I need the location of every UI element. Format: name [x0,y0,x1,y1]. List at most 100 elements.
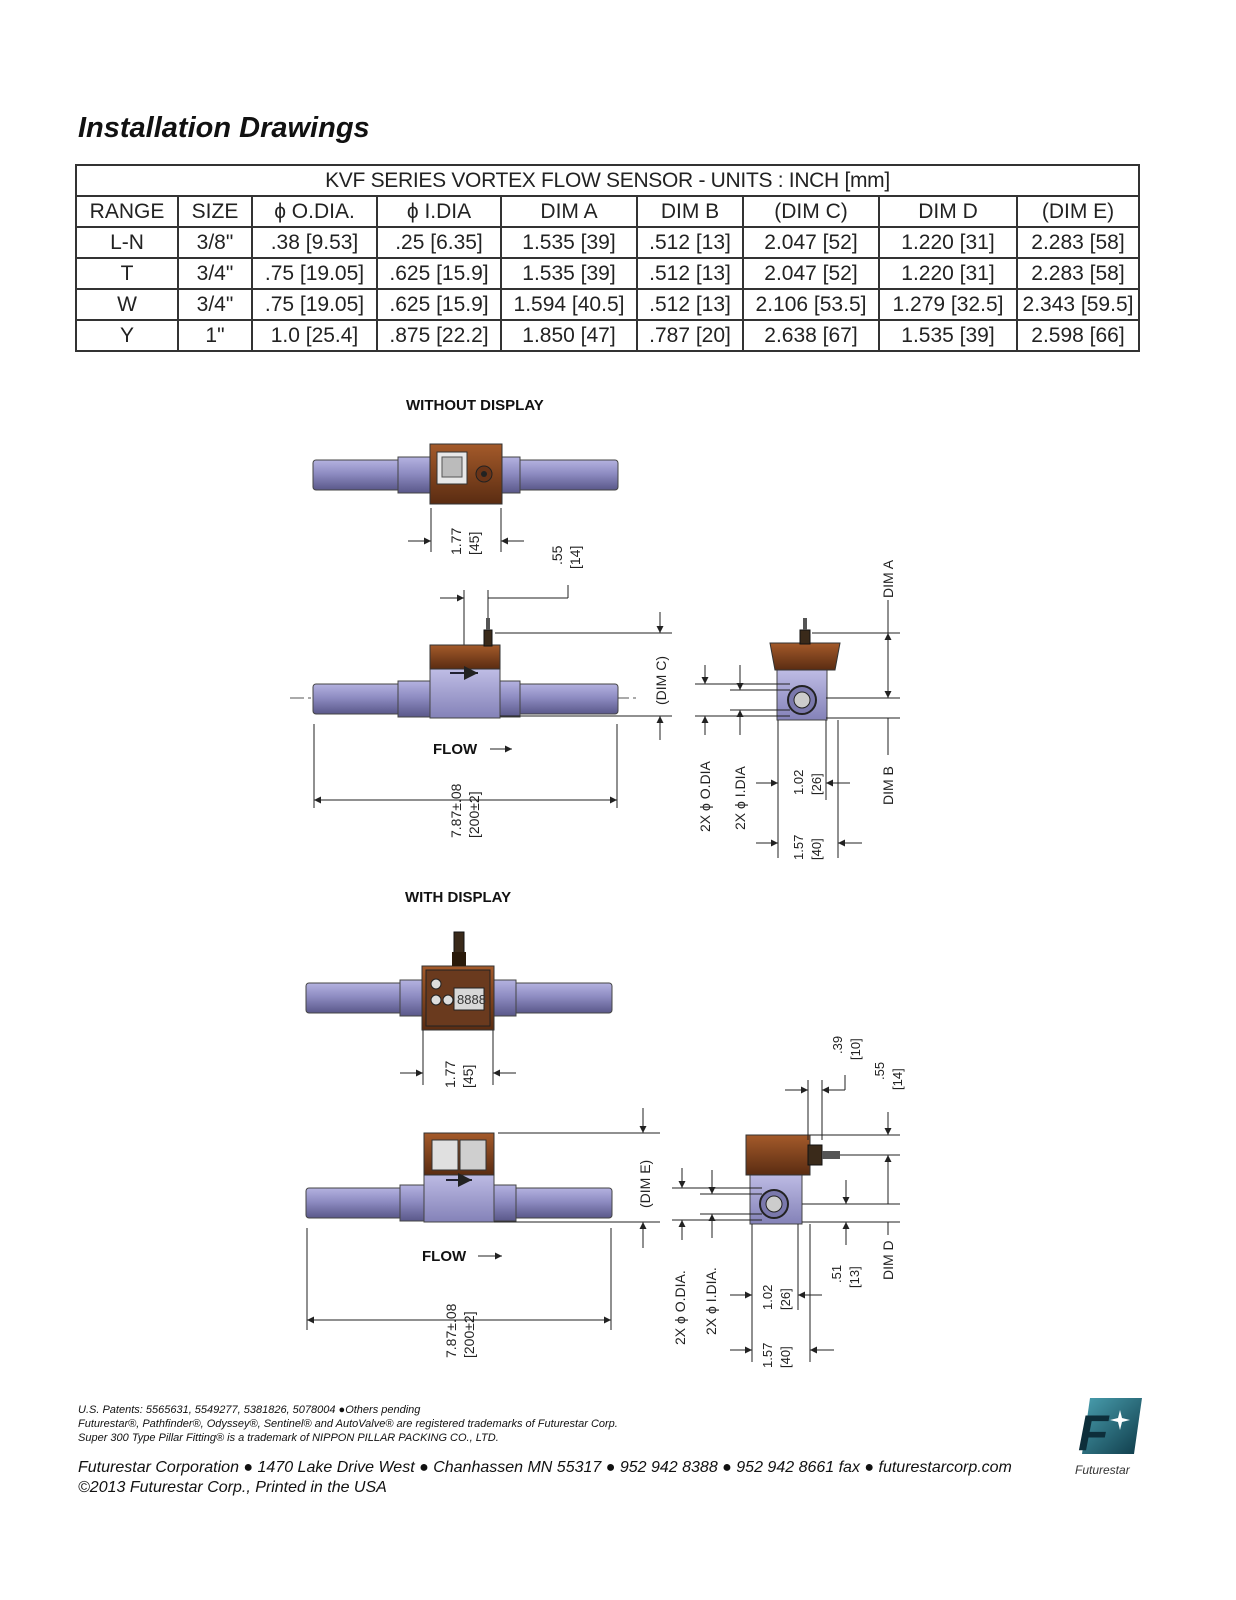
side-view-without-display [290,618,640,719]
dim-label: 2X ϕ O.DIA [697,760,713,832]
table-cell: 2.106 [53.5] [742,288,880,321]
table-cell: Y [75,319,179,352]
spec-table: KVF SERIES VORTEX FLOW SENSOR - UNITS : … [75,164,1140,352]
table-cell: 2.047 [52] [742,257,880,290]
table-cell: W [75,288,179,321]
futurestar-logo: F Futurestar [1072,1396,1144,1482]
table-cell: 2.638 [67] [742,319,880,352]
table-cell: 1.850 [47] [500,319,638,352]
svg-text:Futurestar: Futurestar [1075,1463,1131,1477]
dim-label: [14] [567,546,583,569]
table-cell: 1.220 [31] [878,257,1018,290]
footer-patents: U.S. Patents: 5565631, 5549277, 5381826,… [78,1404,421,1416]
dim-label: .51 [829,1265,844,1283]
end-view-without-display [769,618,841,721]
table-cell: 1.535 [39] [500,257,638,290]
table-cell: .75 [19.05] [251,257,378,290]
svg-text:8888: 8888 [457,992,486,1007]
futurestar-logo-icon: F Futurestar [1075,1398,1142,1477]
table-cell: 1.535 [39] [500,226,638,259]
table-cell: .512 [13] [636,257,744,290]
table-cell: 2.598 [66] [1016,319,1140,352]
col-header: ϕ I.DIA [376,195,502,228]
table-cell: 2.343 [59.5] [1016,288,1140,321]
section-title-without-display: WITHOUT DISPLAY [406,397,544,414]
table-cell: .512 [13] [636,226,744,259]
footer-contact: Futurestar Corporation ● 1470 Lake Drive… [78,1458,1012,1498]
dim-label: [26] [809,773,824,795]
table-cell: .75 [19.05] [251,288,378,321]
dim-label: 1.57 [760,1343,775,1368]
dim-label: 1.02 [791,770,806,795]
col-header: DIM B [636,195,744,228]
table-cell: 3/4" [177,288,253,321]
table-caption: KVF SERIES VORTEX FLOW SENSOR - UNITS : … [75,164,1140,197]
contact-line: Futurestar Corporation ● 1470 Lake Drive… [78,1459,1012,1476]
table-cell: .38 [9.53] [251,226,378,259]
dim-label: .39 [830,1036,845,1054]
dim-label: [10] [848,1038,863,1060]
table-cell: 2.283 [58] [1016,257,1140,290]
table-cell: T [75,257,179,290]
table-cell: 1" [177,319,253,352]
dim-label: (DIM C) [653,656,669,705]
table-cell: 3/8" [177,226,253,259]
top-view-without-display [312,443,619,505]
col-header: DIM D [878,195,1018,228]
dim-label: 1.57 [791,835,806,860]
dim-label: [40] [778,1346,793,1368]
dim-label: 1.77 [442,1061,458,1088]
table-cell: 3/4" [177,257,253,290]
footer-pillar: Super 300 Type Pillar Fitting® is a trad… [78,1432,499,1444]
dim-label: 7.87±.08 [448,783,464,838]
col-header: SIZE [177,195,253,228]
col-header: (DIM E) [1016,195,1140,228]
page-title: Installation Drawings [78,112,370,144]
table-cell: 1.220 [31] [878,226,1018,259]
svg-text:F: F [1078,1405,1110,1461]
dim-label: [26] [778,1288,793,1310]
table-cell: 2.283 [58] [1016,226,1140,259]
dim-label: 2X ϕ I.DIA. [703,1267,719,1335]
col-header: (DIM C) [742,195,880,228]
dim-label: [14] [890,1068,905,1090]
dim-label: DIM D [880,1240,896,1280]
table-cell: L-N [75,226,179,259]
flow-label: FLOW [433,741,478,758]
end-view-with-display [745,1134,840,1225]
copyright-line: ©2013 Futurestar Corp., Printed in the U… [78,1479,387,1496]
dim-label: [200±2] [461,1311,477,1358]
flow-label: FLOW [422,1248,467,1265]
section-title-with-display: WITH DISPLAY [405,889,511,906]
dim-label: [40] [809,838,824,860]
dim-label: 2X ϕ O.DIA. [672,1270,688,1345]
dim-label: [45] [460,1065,476,1088]
footer-trademarks: Futurestar®, Pathfinder®, Odyssey®, Sent… [78,1418,618,1430]
table-cell: .787 [20] [636,319,744,352]
dim-label: 7.87±.08 [443,1303,459,1358]
dim-label: (DIM E) [637,1160,653,1208]
table-cell: .512 [13] [636,288,744,321]
table-cell: 2.047 [52] [742,226,880,259]
table-cell: .875 [22.2] [376,319,502,352]
table-cell: 1.0 [25.4] [251,319,378,352]
dim-label: [45] [466,532,482,555]
table-header-row: RANGE SIZE ϕ O.DIA. ϕ I.DIA DIM A DIM B … [75,195,1140,228]
table-cell: 1.535 [39] [878,319,1018,352]
table-cell: .25 [6.35] [376,226,502,259]
dim-label: .55 [872,1062,887,1080]
dim-label: DIM B [880,766,896,805]
dim-label: .55 [549,545,565,565]
dim-label: [13] [847,1266,862,1288]
dim-label: [200±2] [466,791,482,838]
side-view-with-display [305,1132,613,1223]
dim-label: 2X ϕ I.DIA [732,765,748,830]
top-view-with-display: 8888 [305,931,613,1031]
dim-label: DIM A [880,559,896,598]
col-header: DIM A [500,195,638,228]
table-cell: 1.594 [40.5] [500,288,638,321]
